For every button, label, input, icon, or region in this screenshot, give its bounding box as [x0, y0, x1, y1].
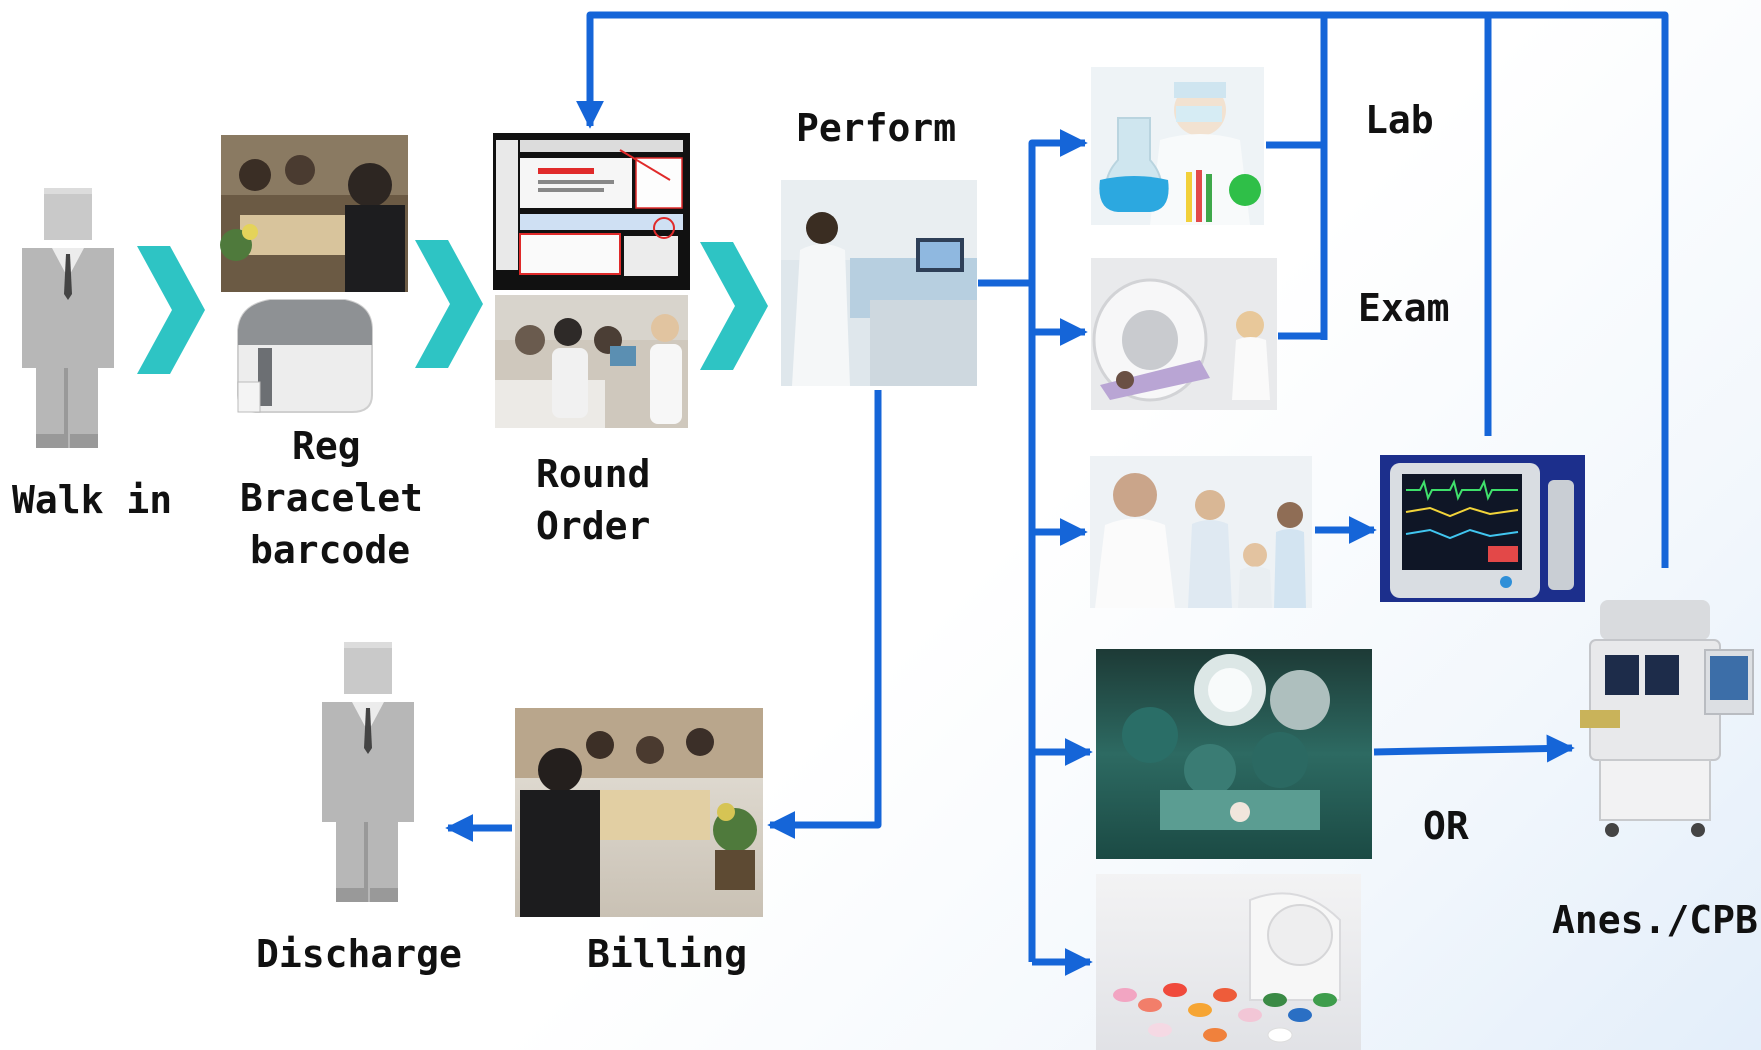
trunk-to-lab-arrow [1028, 129, 1088, 283]
label-or: OR [1423, 804, 1469, 848]
label-walk-in: Walk in [12, 478, 173, 522]
feedback-arrow [576, 11, 1669, 568]
perform-to-billing-arrow [767, 390, 882, 839]
label-round: Round [536, 452, 651, 496]
label-barcode: barcode [250, 528, 411, 572]
order-screen-screenshot [493, 133, 690, 290]
label-billing: Billing [587, 932, 748, 976]
patient-monitor-photo [1380, 455, 1585, 602]
or-to-anes-arrow [1373, 734, 1575, 763]
billing-desk-photo [515, 708, 763, 917]
label-lab: Lab [1365, 98, 1434, 142]
chevron-1-icon [137, 246, 205, 374]
operating-room-photo [1096, 649, 1372, 859]
nurse-workstation-photo [781, 180, 977, 386]
ward-round-photo [495, 295, 688, 428]
perform-to-trunk-line [978, 279, 1036, 962]
lab-scientist-photo [1091, 67, 1264, 225]
label-bracelet: Bracelet [240, 476, 424, 520]
discharge-person-icon [322, 642, 414, 902]
label-reg: Reg [292, 424, 361, 468]
label-discharge: Discharge [256, 932, 462, 976]
chevron-2-icon [415, 240, 483, 368]
flow-connectors [445, 11, 1669, 976]
walk-in-person-icon [22, 188, 114, 448]
bracelet-printer-photo [237, 299, 373, 413]
registration-desk-photo [220, 135, 408, 292]
label-order: Order [536, 504, 651, 548]
doctors-team-photo [1090, 456, 1312, 608]
pills-photo [1096, 874, 1361, 1050]
label-exam: Exam [1358, 286, 1450, 330]
anesthesia-machine-photo [1580, 600, 1754, 837]
label-anes-cpb: Anes./CPB [1552, 898, 1758, 942]
chevron-3-icon [700, 242, 768, 370]
label-perform: Perform [796, 106, 957, 150]
ct-scanner-photo [1091, 258, 1277, 410]
